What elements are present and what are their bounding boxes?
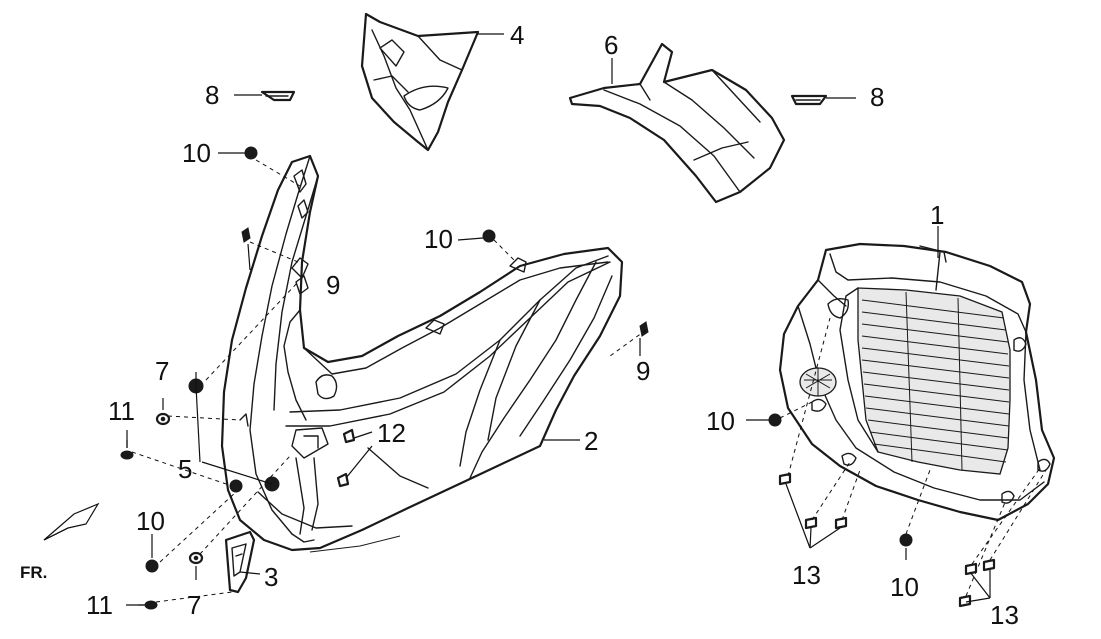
label-part-7-lower: 7 — [187, 590, 201, 620]
part-1-grille-cover — [778, 242, 1056, 522]
screw-13-e — [982, 558, 996, 572]
screw-12-a — [336, 472, 350, 488]
label-part-13-left: 13 — [792, 560, 821, 590]
nut-10-top — [244, 146, 258, 160]
label-part-5: 5 — [178, 454, 192, 484]
screw-13-b — [804, 516, 818, 530]
nut-10-lower-left — [145, 559, 159, 573]
label-part-13-right: 13 — [990, 600, 1019, 630]
part-8-emblem-right — [790, 94, 828, 106]
grille-slats — [861, 291, 1010, 471]
washer-7-lower — [188, 551, 204, 565]
label-part-7-upper: 7 — [155, 356, 169, 386]
label-part-1: 1 — [930, 200, 944, 230]
grommet — [799, 367, 837, 397]
label-part-10-center: 10 — [424, 224, 453, 254]
label-part-12: 12 — [377, 418, 406, 448]
rubber-5-mid — [229, 479, 243, 493]
part-2-front-cover — [220, 154, 624, 553]
label-part-11-upper: 11 — [108, 396, 135, 426]
part-6-upper-cover — [568, 42, 786, 204]
label-part-10-top: 10 — [182, 138, 211, 168]
front-direction-arrow: FR. — [20, 502, 100, 582]
leader-lines — [126, 33, 991, 606]
label-part-2: 2 — [584, 426, 598, 456]
nut-10-center — [482, 229, 496, 243]
screw-13-f — [958, 594, 972, 608]
label-part-11-lower: 11 — [86, 590, 113, 620]
part-4-inner-panel — [360, 12, 480, 152]
clip-9-right — [639, 321, 649, 337]
label-part-6: 6 — [604, 30, 618, 60]
nut-10-bottom — [899, 533, 913, 547]
label-part-10-right: 10 — [706, 406, 735, 436]
part-8-emblem-left — [260, 90, 296, 102]
fasteners — [120, 146, 996, 610]
part-number-labels: 4 6 8 8 10 10 9 9 1 2 3 5 7 7 11 11 10 1… — [86, 20, 1019, 630]
screw-13-a — [778, 472, 792, 486]
label-part-8-left: 8 — [205, 80, 219, 110]
label-part-10-bottom: 10 — [890, 572, 919, 602]
part-3-bracket — [224, 530, 256, 594]
label-part-10-lower-left: 10 — [136, 506, 165, 536]
assembly-dashed-lines — [131, 159, 1047, 603]
washer-7-upper — [155, 412, 171, 426]
direction-label: FR. — [20, 563, 47, 582]
nut-10-right — [768, 413, 782, 427]
screw-12-b — [342, 428, 356, 444]
label-part-4: 4 — [510, 20, 524, 50]
label-part-3: 3 — [264, 562, 278, 592]
label-part-9-left: 9 — [326, 270, 340, 300]
label-part-8-right: 8 — [870, 82, 884, 112]
screw-13-c — [834, 516, 848, 530]
label-part-9-right: 9 — [636, 356, 650, 386]
clip-9-left — [241, 227, 251, 243]
